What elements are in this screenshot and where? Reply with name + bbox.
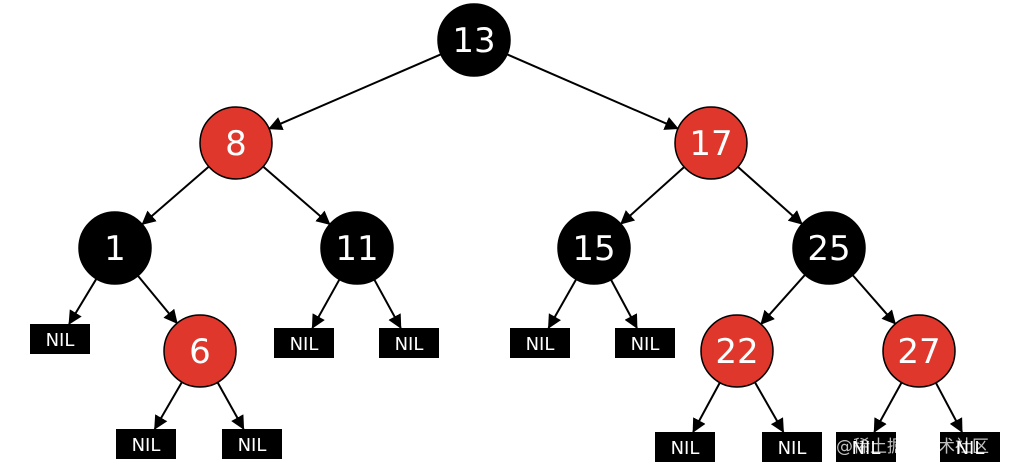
node-circle: [163, 314, 237, 388]
nil-leaf: NIL: [222, 429, 282, 459]
node-circle: [700, 314, 774, 388]
edge-n27-nil_27a: [873, 382, 903, 433]
edge-n25-n27: [851, 274, 897, 325]
nil-leaf: NIL: [836, 432, 896, 462]
node-circle: [78, 211, 152, 285]
nil-leaf: NIL: [762, 432, 822, 462]
tree-node-6: 6: [163, 314, 237, 388]
tree-node-1: 1: [78, 211, 152, 285]
edge-n8-n11: [262, 165, 331, 226]
nil-box: [379, 328, 439, 358]
node-circle: [320, 211, 394, 285]
edge-n17-n15: [620, 166, 685, 225]
edge-n8-n1: [141, 165, 210, 226]
node-label: 25: [807, 229, 850, 269]
edge-n15-nil_15a: [547, 278, 578, 329]
edge-n22-nil_22a: [692, 382, 721, 433]
node-circle: [437, 3, 511, 77]
node-label: 22: [715, 332, 758, 372]
edge-n13-n17: [506, 53, 679, 130]
nil-box: [116, 429, 176, 459]
nil-label: NIL: [631, 334, 660, 355]
node-circle: [199, 106, 273, 180]
edge-n6-nil_6b: [216, 381, 245, 430]
nil-box: [836, 432, 896, 462]
nil-box: [615, 328, 675, 358]
node-label: 17: [689, 124, 732, 164]
nil-box: [940, 432, 1000, 462]
nil-box: [655, 432, 715, 462]
tree-edges: [68, 53, 963, 433]
tree-node-22: 22: [700, 314, 774, 388]
nil-label: NIL: [132, 435, 161, 456]
nil-leaf: NIL: [655, 432, 715, 462]
edge-n11-nil_11a: [311, 278, 341, 329]
nil-label: NIL: [852, 438, 881, 459]
nil-label: NIL: [671, 438, 700, 459]
nil-leaf: NIL: [379, 328, 439, 358]
nil-leaf: NIL: [274, 328, 334, 358]
tree-node-27: 27: [882, 314, 956, 388]
node-label: 6: [189, 332, 211, 372]
edge-n22-nil_22b: [754, 381, 785, 433]
edge-n1-nil_1a: [68, 278, 98, 325]
nil-label: NIL: [526, 334, 555, 355]
nil-leaf: NIL: [30, 324, 90, 354]
nil-label: NIL: [290, 334, 319, 355]
node-circle: [882, 314, 956, 388]
edge-n25-n22: [760, 274, 806, 325]
node-label: 8: [225, 124, 247, 164]
nil-leaf: NIL: [615, 328, 675, 358]
node-label: 27: [897, 332, 940, 372]
tree-node-25: 25: [792, 211, 866, 285]
node-circle: [557, 211, 631, 285]
edge-n27-nil_27b: [935, 382, 963, 433]
nil-box: [510, 328, 570, 358]
nil-label: NIL: [238, 435, 267, 456]
nil-box: [762, 432, 822, 462]
node-label: 13: [452, 21, 495, 61]
nil-label: NIL: [778, 438, 807, 459]
node-label: 15: [572, 229, 615, 269]
nil-leaf: NIL: [510, 328, 570, 358]
edge-n15-nil_15b: [610, 279, 638, 329]
watermark-text: @稀土掘金技术社区: [836, 437, 989, 457]
nil-label: NIL: [395, 334, 424, 355]
edge-n1-n6: [137, 275, 178, 325]
edge-n6-nil_6a: [153, 381, 183, 430]
nil-leaf: NIL: [940, 432, 1000, 462]
nil-box: [222, 429, 282, 459]
tree-node-8: 8: [199, 106, 273, 180]
nil-leaf: NIL: [116, 429, 176, 459]
nil-label: NIL: [956, 438, 985, 459]
edge-n11-nil_11b: [373, 279, 402, 329]
tree-node-15: 15: [557, 211, 631, 285]
nil-box: [30, 324, 90, 354]
node-circle: [792, 211, 866, 285]
node-label: 1: [104, 229, 126, 269]
nil-label: NIL: [46, 330, 75, 351]
node-label: 11: [335, 229, 378, 269]
tree-node-17: 17: [674, 106, 748, 180]
tree-node-13: 13: [437, 3, 511, 77]
edge-n13-n8: [268, 53, 442, 130]
node-circle: [674, 106, 748, 180]
edge-n17-n25: [737, 166, 803, 225]
tree-node-11: 11: [320, 211, 394, 285]
nil-box: [274, 328, 334, 358]
